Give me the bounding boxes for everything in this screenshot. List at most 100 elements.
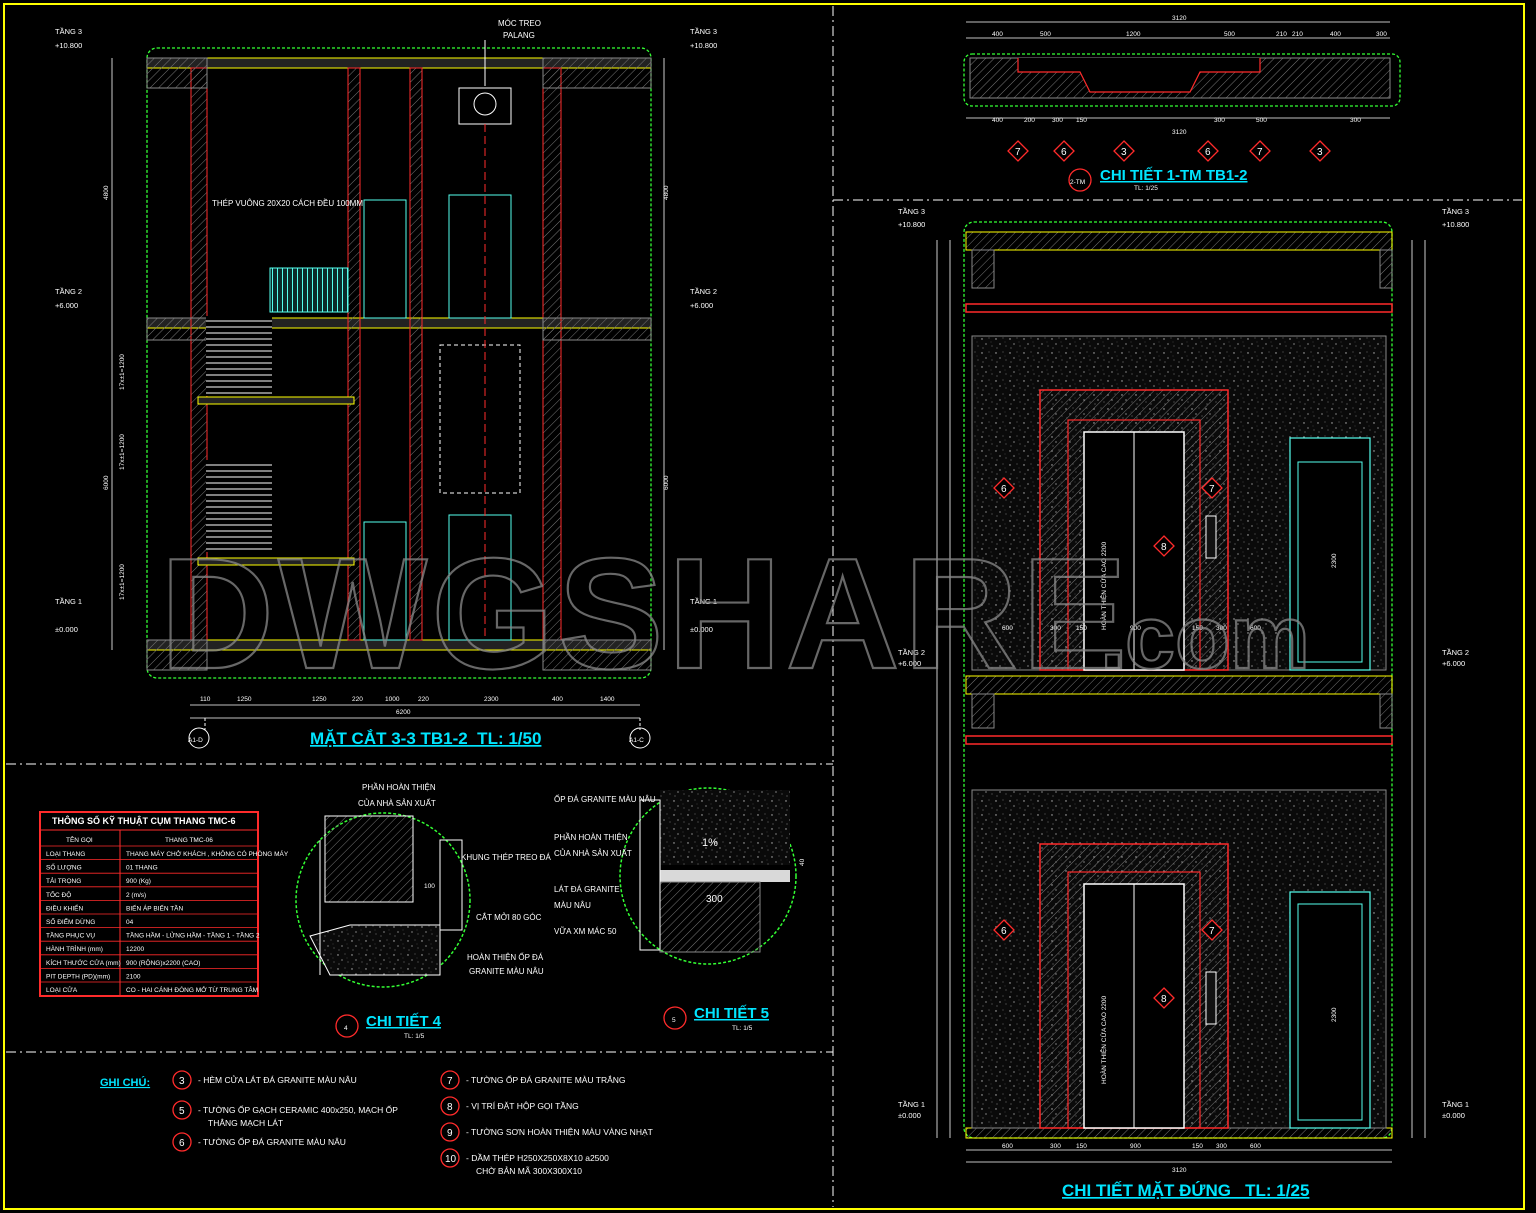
elevation-dim: 300 xyxy=(1216,625,1227,632)
level-name: TẦNG 1 xyxy=(690,596,717,606)
level-name: TẦNG 2 xyxy=(55,286,82,296)
detail1-dim: 500 xyxy=(1224,31,1235,38)
elevation-dim: 600 xyxy=(1002,625,1013,632)
note-text: CHỜ BẢN MÃ 300X300X10 xyxy=(476,1165,582,1176)
section-bottom-dim: 220 xyxy=(418,696,429,703)
detail1-scale: TL: 1/25 xyxy=(1134,185,1158,192)
level-value: +6.000 xyxy=(1442,659,1465,668)
level-value: +10.800 xyxy=(898,220,925,229)
elevation-marker: 8 xyxy=(1153,987,1175,1009)
note-text: - TƯỜNG ỐP ĐÁ GRANITE MÀU NÂU xyxy=(198,1136,346,1147)
detail5-label: PHẦN HOÀN THIỆN xyxy=(554,832,628,842)
note-item: 8- VỊ TRÍ ĐẶT HỘP GỌI TẦNG xyxy=(440,1096,579,1116)
detail1-dim: 150 xyxy=(1076,117,1087,124)
left-dim: 17x±1=1200 xyxy=(119,564,126,600)
detail4-label: PHẦN HOÀN THIỆN xyxy=(362,782,436,792)
level-value: +6.000 xyxy=(55,301,78,310)
marker-number: 7 xyxy=(1015,147,1021,158)
detail4-label: CẮT MỞI 80 GÓC xyxy=(476,913,542,922)
axis-bubble-a1d xyxy=(188,727,210,749)
elevation-dim: 300 xyxy=(1050,1143,1061,1150)
elevation-dim: 150 xyxy=(1192,1143,1203,1150)
table-cell-label: LOẠI CỬA xyxy=(46,985,78,994)
table-cell-label: TẦNG PHỤC VỤ xyxy=(46,930,95,940)
table-cell-label: LOẠI THANG xyxy=(46,851,85,858)
marker-number: 6 xyxy=(1001,926,1007,937)
elevation-dim: 150 xyxy=(1192,625,1203,632)
detail4-label: KHUNG THÉP TREO ĐÁ xyxy=(461,853,551,862)
level-name: TẦNG 2 xyxy=(690,286,717,296)
detail1-dim: 1200 xyxy=(1126,31,1141,38)
level-value: ±0.000 xyxy=(55,625,78,634)
detail1-total-bottom: 3120 xyxy=(1172,129,1187,136)
elevation-marker: 6 xyxy=(993,477,1015,499)
note-number: 6 xyxy=(179,1138,185,1149)
detail1-dim: 210 xyxy=(1276,31,1287,38)
right-dim: 6000 xyxy=(103,475,110,490)
door-dim: 2300 xyxy=(1331,1007,1338,1022)
elevation-dim: 600 xyxy=(1250,1143,1261,1150)
section-bottom-dim: 1400 xyxy=(600,696,615,703)
level-name: TẦNG 3 xyxy=(898,206,925,216)
detail1-dim: 300 xyxy=(1376,31,1387,38)
elevation-marker: 8 xyxy=(1153,535,1175,557)
elevation-marker: 7 xyxy=(1201,477,1223,499)
level-name: TẦNG 2 xyxy=(1442,647,1469,657)
level-name: TẦNG 1 xyxy=(898,1099,925,1109)
marker-number: 7 xyxy=(1257,147,1263,158)
detail1-dim: 300 xyxy=(1214,117,1225,124)
detail1-tag-bubble xyxy=(1068,168,1092,192)
section-bottom-dim: 1250 xyxy=(312,696,327,703)
elevation-dim: 300 xyxy=(1050,625,1061,632)
detail4-label: HOÀN THIỆN ỐP ĐÁ xyxy=(467,952,544,962)
level-value: +10.800 xyxy=(55,41,82,50)
detail5-tag: 5 xyxy=(672,1017,676,1024)
detail-marker: 7 xyxy=(1007,140,1029,162)
detail4-dim: 100 xyxy=(424,883,435,890)
detail1-dim: 300 xyxy=(1052,117,1063,124)
section-view xyxy=(111,40,665,749)
detail5-dim: 1% xyxy=(702,837,718,849)
table-cell-label: HÀNH TRÌNH (mm) xyxy=(46,944,103,953)
level-value: +10.800 xyxy=(690,41,717,50)
note-number: 7 xyxy=(447,1076,453,1087)
note-text: - HÈM CỬA LÁT ĐÁ GRANITE MÀU NÂU xyxy=(198,1074,357,1085)
detail-5-view xyxy=(619,787,797,965)
detail1-tag: 2-TM xyxy=(1070,179,1085,186)
section-bottom-dim: 220 xyxy=(352,696,363,703)
left-dim: 17x±1=1200 xyxy=(119,354,126,390)
marker-number: 6 xyxy=(1001,484,1007,495)
table-cell-value: 2 (m/s) xyxy=(126,892,146,899)
detail1-total: 3120 xyxy=(1172,15,1187,22)
detail4-tag-bubble xyxy=(335,1014,359,1038)
door-dim: 2300 xyxy=(1331,553,1338,568)
note-item: 3- HÈM CỬA LÁT ĐÁ GRANITE MÀU NÂU xyxy=(172,1070,357,1090)
level-name: TẦNG 1 xyxy=(55,596,82,606)
table-header: TÊN GỌI xyxy=(66,835,93,844)
table-cell-value: 2100 xyxy=(126,973,141,980)
marker-number: 6 xyxy=(1061,147,1067,158)
marker-number: 7 xyxy=(1209,484,1215,495)
note-number: 10 xyxy=(445,1154,457,1165)
detail5-label: ỐP ĐÁ GRANITE MÀU NÂU xyxy=(554,794,656,804)
note-text: - VỊ TRÍ ĐẶT HỘP GỌI TẦNG xyxy=(466,1101,579,1111)
table-cell-label: KÍCH THƯỚC CỬA (mm) xyxy=(46,958,121,967)
detail5-title: CHI TIẾT 5 xyxy=(694,1005,769,1022)
detail4-label: CỦA NHÀ SẢN XUẤT xyxy=(358,798,436,808)
elevation-title: CHI TIẾT MẶT ĐỨNG _TL: 1/25 xyxy=(1062,1181,1309,1200)
table-cell-label: PIT DEPTH (PD)(mm) xyxy=(46,973,110,980)
table-cell-value: 12200 xyxy=(126,946,144,953)
marker-number: 3 xyxy=(1121,147,1127,158)
detail5-label: CỦA NHÀ SẢN XUẤT xyxy=(554,848,632,858)
note-text: THẲNG MẠCH LÁT xyxy=(208,1117,283,1128)
steel-note: THÉP VUÔNG 20X20 CÁCH ĐỀU 100MM xyxy=(212,198,363,208)
right-dim: 4800 xyxy=(103,185,110,200)
detail1-title: CHI TIẾT 1-TM TB1-2 xyxy=(1100,167,1248,184)
detail5-label: MÀU NÂU xyxy=(554,901,591,910)
level-value: ±0.000 xyxy=(690,625,713,634)
table-cell-value: 04 xyxy=(126,919,134,926)
level-value: +10.800 xyxy=(1442,220,1469,229)
section-bottom-dim: 2300 xyxy=(484,696,499,703)
elevation-marker: 6 xyxy=(993,919,1015,941)
